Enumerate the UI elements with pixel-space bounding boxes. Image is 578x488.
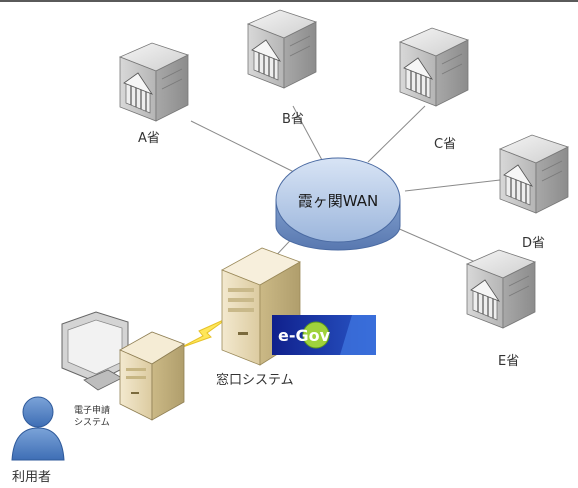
client-system-label-line2: システム xyxy=(74,418,110,428)
user-label: 利用者 xyxy=(12,470,52,485)
client-pc-tower-icon xyxy=(119,331,185,421)
ministry-a-building-icon xyxy=(119,42,189,122)
ministry-b-label: B省 xyxy=(282,112,304,127)
client-monitor-icon xyxy=(61,311,129,391)
wan-hub-label: 霞ヶ関WAN xyxy=(298,192,379,210)
ministry-d-building-icon xyxy=(499,134,569,214)
ministry-e-building-icon xyxy=(466,249,536,329)
ministry-e-label: E省 xyxy=(498,354,520,369)
wireless-link-icon xyxy=(179,317,229,349)
ministry-a-label: A省 xyxy=(138,131,160,146)
gateway-system-label: 窓口システム xyxy=(216,373,294,388)
gateway-server-icon xyxy=(221,247,301,366)
egov-logo: e-Gov xyxy=(272,315,376,355)
client-system-label-line1: 電子申請 xyxy=(74,406,111,416)
ministry-d-label: D省 xyxy=(522,236,546,251)
ministry-c-building-icon xyxy=(399,27,469,107)
ministry-c-label: C省 xyxy=(434,137,457,152)
user-icon xyxy=(11,396,65,461)
wan-hub-icon xyxy=(275,157,401,251)
top-border xyxy=(0,0,578,2)
ministry-b-building-icon xyxy=(247,9,317,89)
egov-logo-text: e-Gov xyxy=(278,326,331,345)
